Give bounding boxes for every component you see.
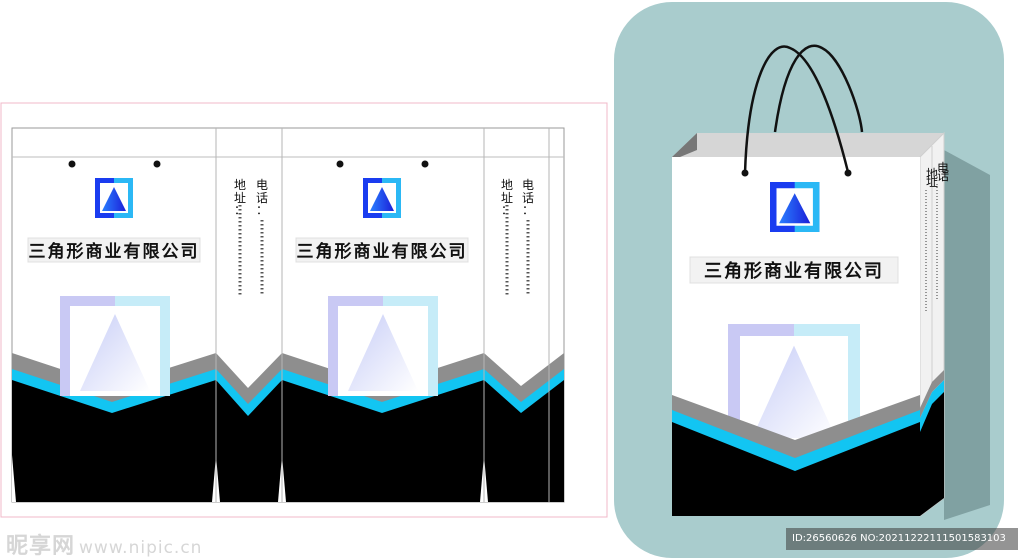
large-triangle-mark — [60, 296, 170, 396]
handle-hole — [844, 169, 852, 177]
svg-text:地: 地 — [926, 167, 938, 181]
bag-black-band — [672, 422, 920, 516]
handle-hole — [336, 160, 344, 168]
large-triangle-mark — [328, 296, 438, 396]
bag-mockup: 电 话 地 址 三角形商业有限公司 — [614, 2, 1004, 558]
svg-text:址: 址 — [501, 191, 513, 205]
bag-side-gusset: 电 话 地 址 — [919, 131, 949, 517]
handle-hole — [421, 160, 429, 168]
bag-front-face: 三角形商业有限公司 — [672, 157, 920, 516]
triangle-in-square-icon — [95, 178, 133, 218]
triangle-in-square-icon — [770, 182, 820, 232]
flat-dieline: 三角形商业有限公司 电 话 ： 地 址 ： 三角形商业有限公司 — [0, 102, 608, 518]
watermark-id: ID:26560626 NO:20211222111501583103 — [786, 528, 1018, 550]
svg-text:址: 址 — [926, 175, 938, 189]
svg-text:电: 电 — [256, 178, 268, 192]
svg-text:话: 话 — [522, 191, 534, 205]
svg-text:电: 电 — [937, 161, 949, 175]
svg-text:话: 话 — [256, 191, 268, 205]
handle-hole — [741, 169, 749, 177]
dieline-black-band — [12, 380, 564, 502]
address-label-vertical: 地 址 ： — [234, 178, 246, 217]
dieline-gusset-2: 电 话 ： 地 址 ： — [501, 178, 534, 296]
triangle-in-square-icon — [363, 178, 401, 218]
dieline-gusset-1: 电 话 ： 地 址 ： — [234, 178, 268, 296]
svg-text:地: 地 — [234, 178, 246, 192]
svg-text:址: 址 — [234, 191, 246, 205]
address-label-vertical: 地 址 ： — [501, 178, 513, 217]
company-name: 三角形商业有限公司 — [704, 260, 884, 282]
dieline-panel-front-1: 三角形商业有限公司 — [27, 160, 201, 396]
phone-label-vertical: 电 话 ： — [256, 178, 268, 217]
nipic-logo: 昵享网 — [6, 534, 76, 559]
svg-text:：: ： — [522, 203, 534, 217]
svg-text:：: ： — [256, 203, 268, 217]
svg-text:电: 电 — [522, 178, 534, 192]
phone-label-vertical: 电 话 ： — [522, 178, 534, 217]
handle-hole — [68, 160, 76, 168]
svg-text:地: 地 — [501, 178, 513, 192]
bag-rope-handles — [741, 44, 864, 177]
dieline-outer-border — [0, 102, 608, 518]
company-name: 三角形商业有限公司 — [297, 241, 468, 262]
dieline-panel-front-2: 三角形商业有限公司 — [295, 160, 469, 396]
watermark-url: www.nipic.cn — [79, 538, 203, 558]
bag-shadow — [944, 150, 990, 520]
svg-text:话: 话 — [937, 169, 949, 183]
company-name: 三角形商业有限公司 — [29, 241, 200, 262]
handle-hole — [153, 160, 161, 168]
